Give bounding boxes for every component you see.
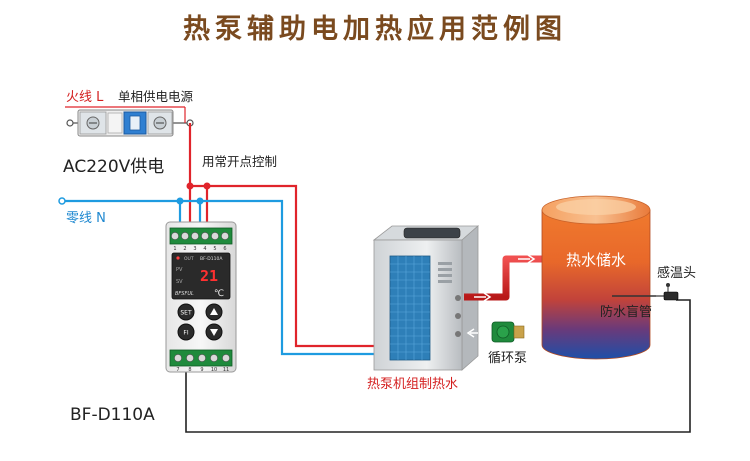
pipe-port [455, 331, 461, 337]
normally-open-label: 用常开点控制 [202, 154, 277, 169]
out-indicator: OUT [184, 256, 194, 262]
coil-grille [389, 255, 431, 361]
up-button[interactable] [205, 303, 223, 321]
single-phase-label: 单相供电电源 [118, 89, 194, 104]
heat-pump-unit [372, 225, 480, 371]
model-label: BF-D110A [70, 405, 155, 425]
pump-icon [496, 325, 510, 339]
circulation-pump [491, 321, 525, 343]
terminal-number: 11 [223, 367, 229, 373]
display-panel [171, 252, 231, 300]
down-button[interactable] [205, 323, 223, 341]
live-junction [203, 182, 211, 190]
neutral-junction [176, 197, 184, 205]
sv-label: SV [176, 279, 183, 285]
terminal-number: 1 [173, 246, 176, 252]
model-badge: BF-D110A [200, 256, 223, 262]
terminal-number: 3 [193, 246, 196, 252]
sensor-probe-icon [663, 291, 679, 301]
temperature-controller: 1 2 3 4 5 6 OUT BF-D110A PV SV 21 BFSFUL… [165, 221, 237, 373]
top-terminal-block [169, 227, 233, 245]
hot-water-tank: 热水储水 防水盲管 [541, 195, 656, 360]
pv-label: PV [176, 267, 183, 273]
terminal-number: 4 [203, 246, 206, 252]
neutral-junction [196, 197, 204, 205]
ac-supply-label: AC220V供电 [63, 157, 164, 177]
terminal-number: 5 [213, 246, 216, 252]
set-button-label: SET [180, 310, 192, 317]
brand-label: BFSFUL [175, 291, 194, 297]
terminal-number: 8 [188, 367, 191, 373]
bottom-terminal-screws [174, 354, 230, 362]
top-terminal-screws [171, 232, 229, 240]
diagram-title: 热泵辅助电加热应用范例图 [183, 13, 567, 45]
terminal-number: 10 [211, 367, 217, 373]
heat-pump-label: 热泵机组制热水 [367, 377, 458, 392]
circulation-pump-label: 循环泵 [488, 351, 527, 366]
unit-label: ℃ [214, 289, 224, 299]
terminal-number: 7 [176, 367, 179, 373]
fan-icon [403, 227, 461, 239]
sensor-wire [185, 299, 691, 433]
terminal-number: 6 [223, 246, 226, 252]
temperature-sensor [656, 283, 679, 301]
temperature-readout: 21 [200, 267, 218, 285]
terminal-number: 9 [200, 367, 203, 373]
tank-label: 热水储水 [566, 251, 626, 269]
neutral-terminal [58, 197, 66, 205]
sensor-label: 感温头 [657, 265, 696, 281]
arrow-up-icon [210, 308, 218, 315]
pipe-port [455, 295, 461, 301]
terminal-number: 2 [183, 246, 186, 252]
fi-button[interactable]: FI [177, 323, 195, 341]
set-button[interactable]: SET [177, 303, 195, 321]
breaker-assembly [66, 109, 194, 137]
live-wire-label: 火线 L [66, 90, 104, 105]
live-junction [186, 182, 194, 190]
fi-button-label: FI [183, 330, 188, 337]
pipe-port [455, 313, 461, 319]
arrow-down-icon [210, 329, 218, 336]
hot-water-pipe [464, 254, 542, 302]
blind-pipe-label: 防水盲管 [600, 304, 652, 320]
neutral-wire-label: 零线 N [66, 211, 106, 226]
